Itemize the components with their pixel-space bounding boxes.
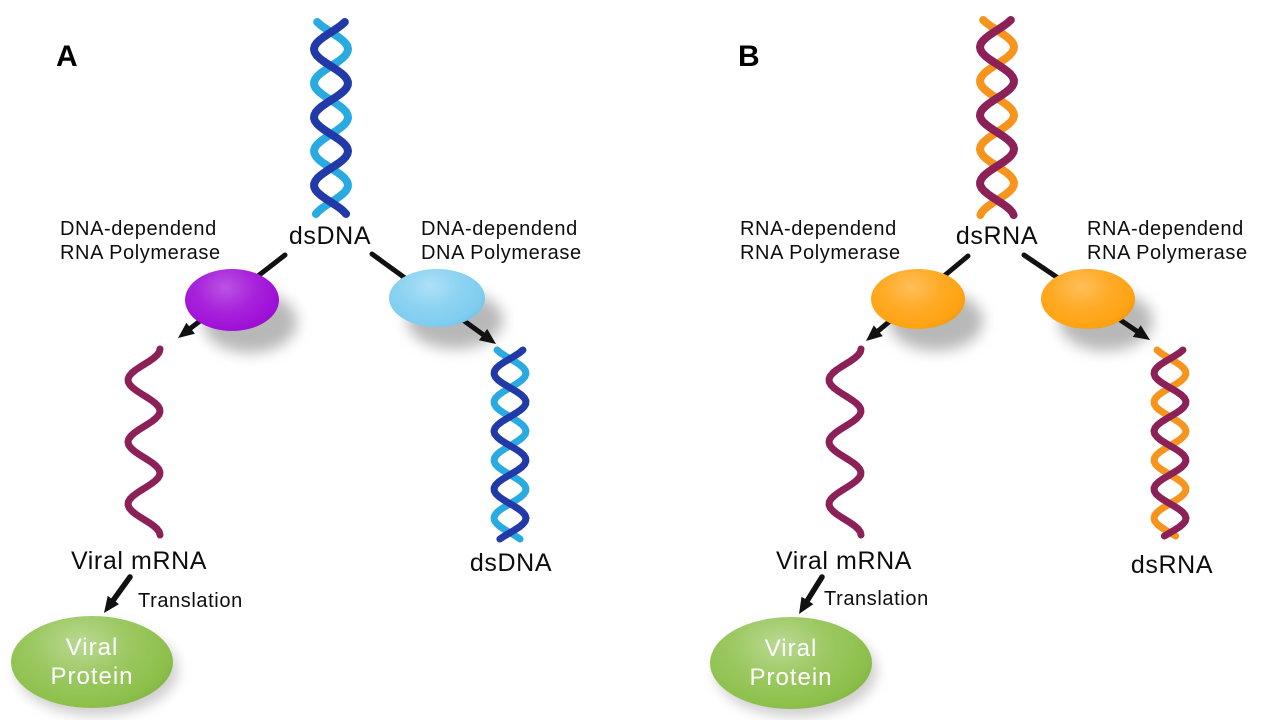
- dsdna-genome-helix-strand-light: [310, 18, 352, 218]
- enzyme-oval-dna-dep-rna-polymerase: [185, 269, 279, 331]
- enzyme-label-line: DNA-dependend: [421, 218, 578, 240]
- protein-label-line: Protein: [749, 664, 833, 691]
- arrow-a-translation-shaft: [110, 574, 133, 603]
- enzyme-label-line: RNA Polymerase: [60, 242, 221, 264]
- label-dsdna-genome: dsDNA: [288, 222, 372, 250]
- label-dsrna-product: dsRNA: [1130, 551, 1214, 579]
- arrow-a-replication-head: [478, 328, 496, 344]
- label-dsrna-genome: dsRNA: [955, 222, 1039, 250]
- panel-b-label: B: [738, 40, 760, 73]
- dsdna-genome-helix-strand-dark: [310, 18, 352, 218]
- label-translation-a: Translation: [138, 590, 243, 612]
- protein-label-line: Viral: [764, 635, 818, 662]
- enzyme-label-line: DNA-dependend: [60, 218, 217, 240]
- viral-protein-label: Viral Protein: [749, 634, 832, 692]
- viral-mrna-strand-b: [825, 345, 865, 539]
- arrow-b-translation-shaft: [804, 574, 825, 604]
- viral-protein-oval-b: Viral Protein: [710, 617, 872, 709]
- arrow-a-transcription-head: [178, 322, 195, 338]
- dsrna-product-helix-strand-dark: [1150, 346, 1190, 540]
- enzyme-label-b-left: RNA-dependend RNA Polymerase: [740, 217, 901, 265]
- protein-label-line: Viral: [65, 634, 119, 661]
- enzyme-label-line: RNA Polymerase: [1087, 242, 1248, 264]
- label-viral-mrna-a: Viral mRNA: [70, 547, 208, 575]
- enzyme-oval-rna-dep-rna-polymerase-right: [1041, 269, 1135, 329]
- label-translation-b: Translation: [824, 588, 929, 610]
- enzyme-oval-dna-dep-dna-polymerase: [389, 269, 485, 327]
- viral-protein-oval-a: Viral Protein: [11, 616, 173, 708]
- label-viral-mrna-b: Viral mRNA: [775, 547, 913, 575]
- arrow-b-translation-head: [799, 596, 814, 614]
- enzyme-label-line: RNA-dependend: [1087, 218, 1244, 240]
- panel-a-label: A: [56, 40, 78, 73]
- viral-protein-label: Viral Protein: [50, 633, 133, 691]
- enzyme-label-a-right: DNA-dependend DNA Polymerase: [421, 217, 582, 265]
- arrow-b-transcription-head: [866, 325, 883, 341]
- arrow-a-translation-head: [104, 595, 119, 613]
- enzyme-label-b-right: RNA-dependend RNA Polymerase: [1087, 217, 1248, 265]
- enzyme-label-line: RNA-dependend: [740, 218, 897, 240]
- label-dsdna-product: dsDNA: [469, 549, 553, 577]
- dsrna-genome-helix-strand-dark: [976, 16, 1018, 219]
- protein-label-line: Protein: [50, 663, 134, 690]
- enzyme-label-line: RNA Polymerase: [740, 242, 901, 264]
- enzyme-label-a-left: DNA-dependend RNA Polymerase: [60, 217, 221, 265]
- viral-mrna-strand-a: [124, 345, 164, 539]
- dsrna-genome-helix-strand-light: [976, 16, 1018, 219]
- dsdna-product-helix-strand-dark: [490, 346, 530, 543]
- arrow-b-replication-head: [1132, 325, 1150, 340]
- enzyme-label-line: DNA Polymerase: [421, 242, 582, 264]
- enzyme-oval-rna-dep-rna-polymerase-left: [871, 269, 965, 329]
